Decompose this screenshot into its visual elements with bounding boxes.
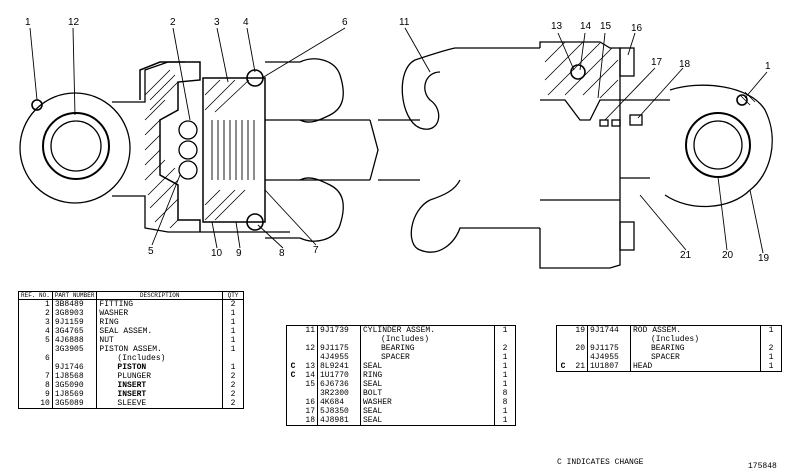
callout-8: 8 bbox=[279, 248, 285, 259]
piston-block bbox=[202, 77, 266, 223]
cylinder-tube-break bbox=[299, 58, 344, 123]
header-part-number: PART NUMBER bbox=[52, 291, 98, 300]
callout-21: 21 bbox=[680, 250, 692, 261]
callout-18: 18 bbox=[679, 59, 691, 70]
callout-16: 16 bbox=[631, 23, 643, 34]
figure-number: 175848 bbox=[748, 462, 777, 471]
callout-19: 19 bbox=[758, 253, 770, 264]
callout-4: 4 bbox=[243, 17, 249, 28]
header-qty: QTY bbox=[222, 291, 244, 300]
callout-20: 20 bbox=[722, 250, 734, 261]
left-rod-eye bbox=[19, 92, 131, 204]
callout-9: 9 bbox=[236, 248, 242, 259]
callout-1-right: 1 bbox=[765, 61, 771, 72]
table-row: 6(Includes) bbox=[18, 354, 244, 363]
callout-7: 7 bbox=[313, 245, 319, 256]
callout-6: 6 bbox=[342, 17, 348, 28]
callout-2: 2 bbox=[170, 17, 176, 28]
right-rod-eye bbox=[664, 84, 773, 208]
callout-11: 11 bbox=[399, 17, 410, 28]
callout-1-left: 1 bbox=[25, 17, 31, 28]
header-ref-no: REF. NO. bbox=[18, 291, 53, 300]
header-description: DESCRIPTION bbox=[96, 291, 223, 300]
callout-15: 15 bbox=[600, 21, 612, 32]
callout-10: 10 bbox=[211, 248, 223, 259]
right-cylinder-tube bbox=[414, 47, 540, 61]
callout-12: 12 bbox=[68, 17, 80, 28]
callout-3: 3 bbox=[214, 17, 220, 28]
callout-14: 14 bbox=[580, 21, 592, 32]
table-row: (Includes) bbox=[287, 335, 516, 344]
table-row: (Includes) bbox=[557, 335, 782, 344]
callout-5: 5 bbox=[148, 246, 154, 257]
change-note: C INDICATES CHANGE bbox=[557, 458, 644, 467]
callout-13: 13 bbox=[551, 21, 563, 32]
callout-17: 17 bbox=[651, 57, 663, 68]
right-bearing-outer bbox=[685, 112, 751, 178]
left-bearing-outer bbox=[42, 112, 110, 180]
right-head-flange bbox=[539, 41, 621, 269]
